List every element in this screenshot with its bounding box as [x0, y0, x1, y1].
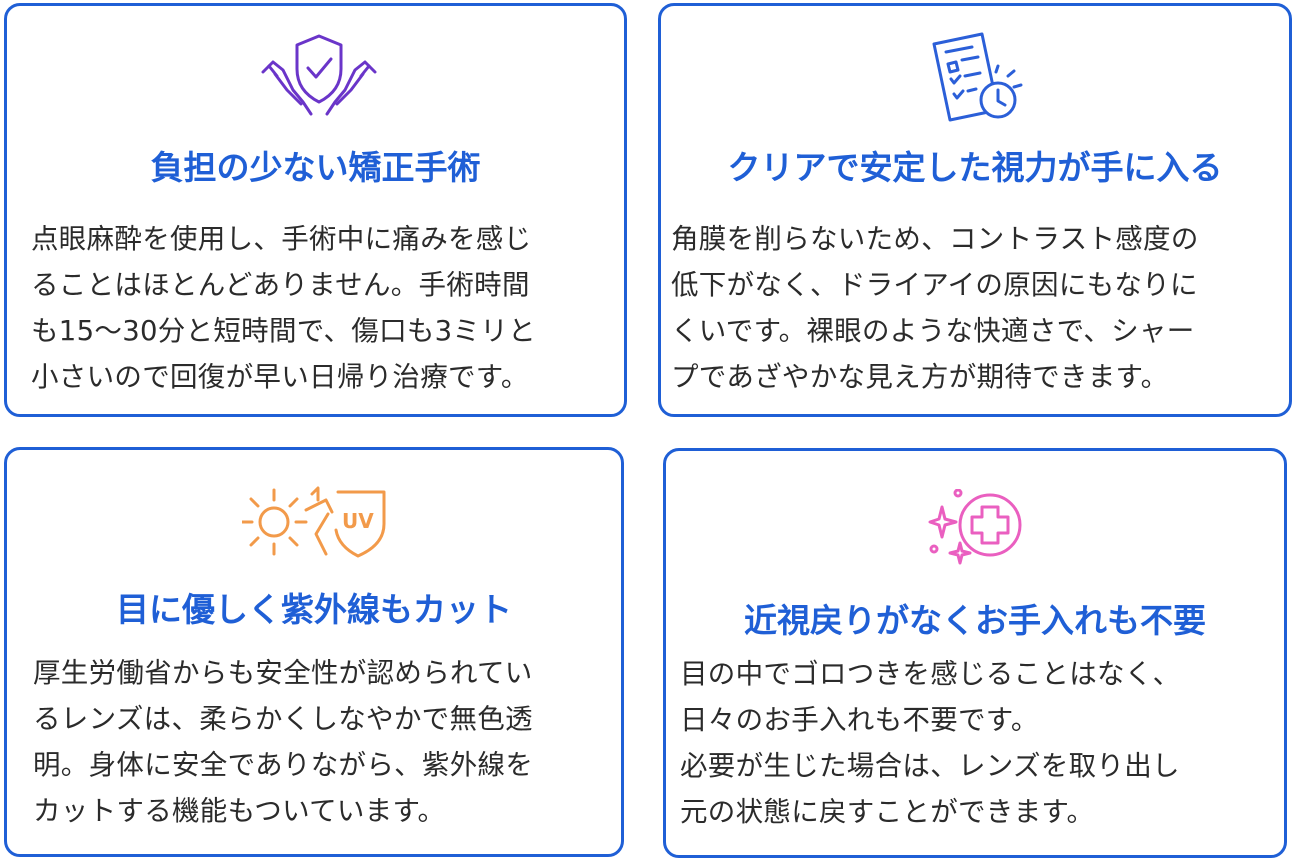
- card-title: 負担の少ない矯正手術: [150, 148, 481, 187]
- card-description: 厚生労働省からも安全性が認められてい るレンズは、柔らかくしなやかで無色透 明。…: [33, 650, 533, 834]
- feature-card-clear-vision: クリアで安定した視力が手に入る 角膜を削らないため、コントラスト感度の 低下がな…: [658, 3, 1292, 417]
- card-description-line: 低下がなく、ドライアイの原因にもなりに: [671, 269, 1198, 301]
- uv-label: UV: [342, 509, 374, 533]
- card-description-line: 点眼麻酔を使用し、手術中に痛みを感じ: [31, 223, 532, 255]
- sparkle-medical-cross-icon: [928, 489, 1022, 565]
- card-description-line: カットする機能もついています。: [33, 795, 446, 827]
- card-description: 点眼麻酔を使用し、手術中に痛みを感じ ることはほとんどありません。手術時間 も1…: [31, 216, 536, 400]
- card-description-line: 元の状態に戻すことができます。: [680, 796, 1095, 828]
- feature-card-no-maintenance: 近視戻りがなくお手入れも不要 目の中でゴロつきを感じることはなく、 日々のお手入…: [663, 448, 1287, 858]
- card-description-line: 目の中でゴロつきを感じることはなく、: [680, 658, 1181, 690]
- card-description-line: 小さいので回復が早い日帰り治療です。: [31, 361, 529, 393]
- card-description: 角膜を削らないため、コントラスト感度の 低下がなく、ドライアイの原因にもなりに …: [671, 216, 1199, 400]
- card-description-line: 厚生労働省からも安全性が認められてい: [33, 657, 533, 689]
- card-description-line: 必要が生じた場合は、レンズを取り出し: [680, 750, 1180, 782]
- card-description-line: 日々のお手入れも不要です。: [680, 704, 1039, 736]
- card-description-line: も15〜30分と短時間で、傷口も3ミリと: [31, 315, 536, 347]
- card-description-line: 明。身体に安全でありながら、紫外線を: [33, 749, 534, 781]
- checklist-clock-icon: [932, 32, 1023, 122]
- card-title: 近視戻りがなくお手入れも不要: [744, 601, 1206, 640]
- card-description-line: ることはほとんどありません。手術時間: [31, 269, 530, 301]
- sun-uv-shield-icon: UV: [242, 486, 386, 558]
- feature-card-painless-surgery: 負担の少ない矯正手術 点眼麻酔を使用し、手術中に痛みを感じ ることはほとんどあり…: [4, 3, 627, 417]
- card-title: 目に優しく紫外線もカット: [116, 590, 512, 629]
- shield-check-hands-icon: [261, 34, 377, 116]
- card-title: クリアで安定した視力が手に入る: [727, 148, 1223, 187]
- card-description-line: くいです。裸眼のような快適さで、シャー: [671, 315, 1195, 347]
- card-description-line: るレンズは、柔らかくしなやかで無色透: [33, 703, 533, 735]
- feature-card-uv-protection: UV 目に優しく紫外線もカット 厚生労働省からも安全性が認められてい るレンズは…: [4, 447, 624, 857]
- card-description: 目の中でゴロつきを感じることはなく、 日々のお手入れも不要です。 必要が生じた場…: [680, 651, 1180, 835]
- card-description-line: 角膜を削らないため、コントラスト感度の: [671, 223, 1199, 255]
- card-description-line: プであざやかな見え方が期待できます。: [671, 361, 1169, 393]
